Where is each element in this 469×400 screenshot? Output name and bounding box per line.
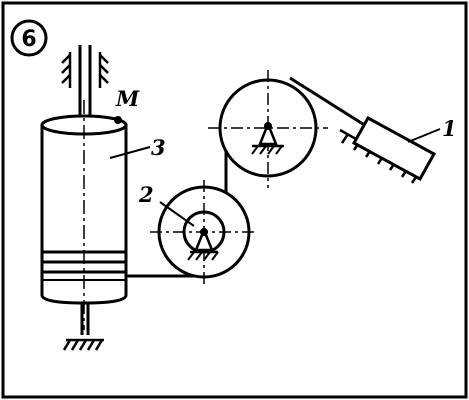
body-2-leader — [159, 201, 195, 227]
body-3-label: 3 — [151, 135, 166, 160]
body-2-label: 2 — [138, 182, 154, 207]
body-1-leader — [407, 128, 441, 143]
body-1-label: 1 — [442, 116, 457, 141]
block-body-1 — [351, 115, 437, 182]
bottom-ground-support — [62, 338, 104, 351]
point-m-label: M — [115, 86, 140, 111]
pulley-2 — [150, 180, 258, 286]
figure-number-badge: 6 — [10, 19, 48, 57]
figure-number: 6 — [21, 27, 36, 52]
body-3-leader — [109, 146, 151, 159]
point-m-marker — [114, 116, 122, 124]
large-pulley — [208, 70, 328, 188]
cylinder-body-3 — [40, 100, 128, 330]
top-guide-support — [61, 52, 109, 88]
